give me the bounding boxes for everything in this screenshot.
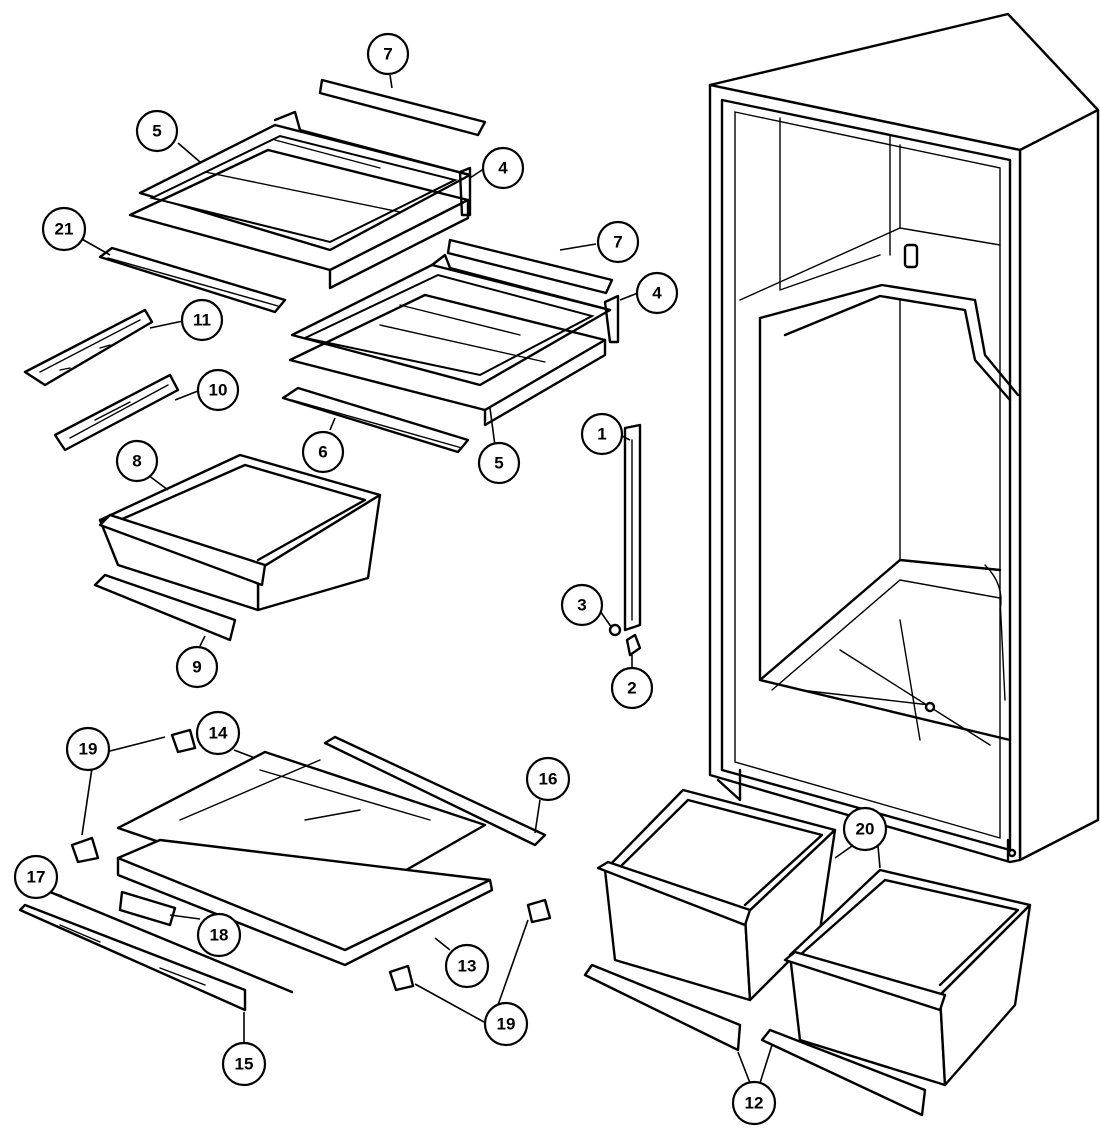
leader-lines <box>49 74 881 1084</box>
callout-label: 10 <box>209 381 228 400</box>
callout-label: 7 <box>383 45 392 64</box>
callout-label: 14 <box>209 724 228 743</box>
callout-8: 8 <box>115 439 159 483</box>
callout-label: 19 <box>497 1015 516 1034</box>
callout-label: 6 <box>318 443 327 462</box>
callout-18: 18 <box>196 912 242 958</box>
callout-label: 7 <box>613 233 622 252</box>
meat-pan-and-cover <box>93 453 382 642</box>
callout-19-top: 19 <box>65 726 111 772</box>
callout-label: 9 <box>192 658 201 677</box>
callout-5-middle: 5 <box>477 441 521 485</box>
callout-label: 8 <box>132 452 141 471</box>
callout-label: 4 <box>652 284 662 303</box>
callout-5-top: 5 <box>135 109 179 153</box>
callout-1: 1 <box>580 412 624 456</box>
callout-4-top: 4 <box>481 146 525 190</box>
callout-3: 3 <box>560 583 604 627</box>
callout-label: 2 <box>627 679 636 698</box>
callout-19-bottom: 19 <box>483 1001 529 1047</box>
callout-label: 21 <box>55 220 74 239</box>
callout-label: 4 <box>498 159 508 178</box>
callout-label: 11 <box>193 311 211 330</box>
lower-glass-shelf-assembly <box>281 238 620 454</box>
callout-15: 15 <box>221 1041 267 1087</box>
callout-label: 17 <box>27 868 46 887</box>
crisper-cover-assembly <box>18 728 552 1012</box>
callout-7-top: 7 <box>366 32 410 76</box>
callout-label: 15 <box>235 1055 254 1074</box>
callout-17: 17 <box>13 854 59 900</box>
callout-4-middle: 4 <box>635 271 679 315</box>
callout-11: 11 <box>180 298 224 342</box>
shelf-support-bracket <box>608 423 642 657</box>
callout-label: 18 <box>210 926 229 945</box>
callout-6: 6 <box>301 430 345 474</box>
callout-16: 16 <box>525 756 571 802</box>
upper-glass-shelf-assembly <box>98 78 487 314</box>
callout-20: 20 <box>842 806 888 852</box>
callout-21: 21 <box>41 206 87 252</box>
callout-9: 9 <box>175 645 219 689</box>
crisper-drawers <box>583 788 1032 1117</box>
shelf-slides <box>23 308 180 452</box>
callout-14: 14 <box>195 710 241 756</box>
callout-13: 13 <box>444 943 490 989</box>
callout-label: 19 <box>79 740 98 759</box>
callout-label: 20 <box>856 820 875 839</box>
callout-label: 13 <box>458 957 477 976</box>
callout-label: 3 <box>577 596 586 615</box>
callout-label: 12 <box>745 1094 764 1113</box>
callout-12: 12 <box>731 1080 777 1126</box>
callout-label: 5 <box>494 454 503 473</box>
callout-label: 16 <box>539 770 558 789</box>
callout-2: 2 <box>610 666 654 710</box>
callout-7-middle: 7 <box>596 220 640 264</box>
callout-10: 10 <box>196 368 240 412</box>
callout-label: 5 <box>152 122 161 141</box>
callout-label: 1 <box>597 425 606 444</box>
refrigerator-cabinet <box>708 12 1100 864</box>
